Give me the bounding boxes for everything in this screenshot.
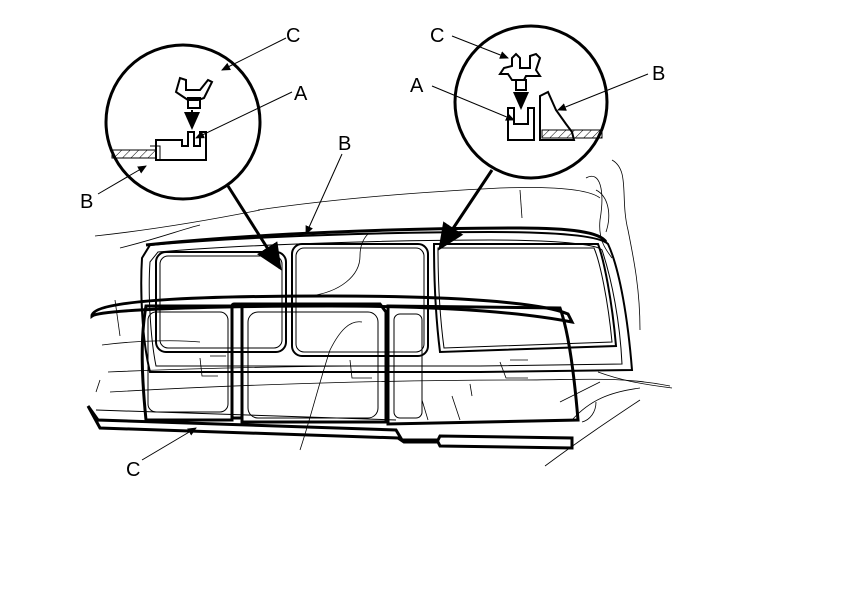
label-left-inset-c: C — [286, 25, 300, 47]
right-detail-inset — [453, 24, 609, 180]
left-detail-inset — [104, 43, 262, 201]
vehicle-body-background — [94, 159, 673, 467]
label-top-b: B — [338, 133, 351, 155]
upper-molding-b — [145, 226, 608, 247]
window-molding-assembly — [86, 294, 580, 450]
label-left-inset-a: A — [294, 83, 308, 105]
label-left-inset-b: B — [80, 191, 93, 213]
leader-lines — [97, 35, 649, 461]
label-right-inset-c: C — [430, 25, 444, 47]
inset-callout-arrows — [226, 169, 494, 271]
label-right-inset-b: B — [652, 63, 665, 85]
label-right-inset-a: A — [410, 75, 424, 97]
window-opening-frame — [140, 230, 634, 373]
label-bottom-c: C — [126, 459, 140, 481]
